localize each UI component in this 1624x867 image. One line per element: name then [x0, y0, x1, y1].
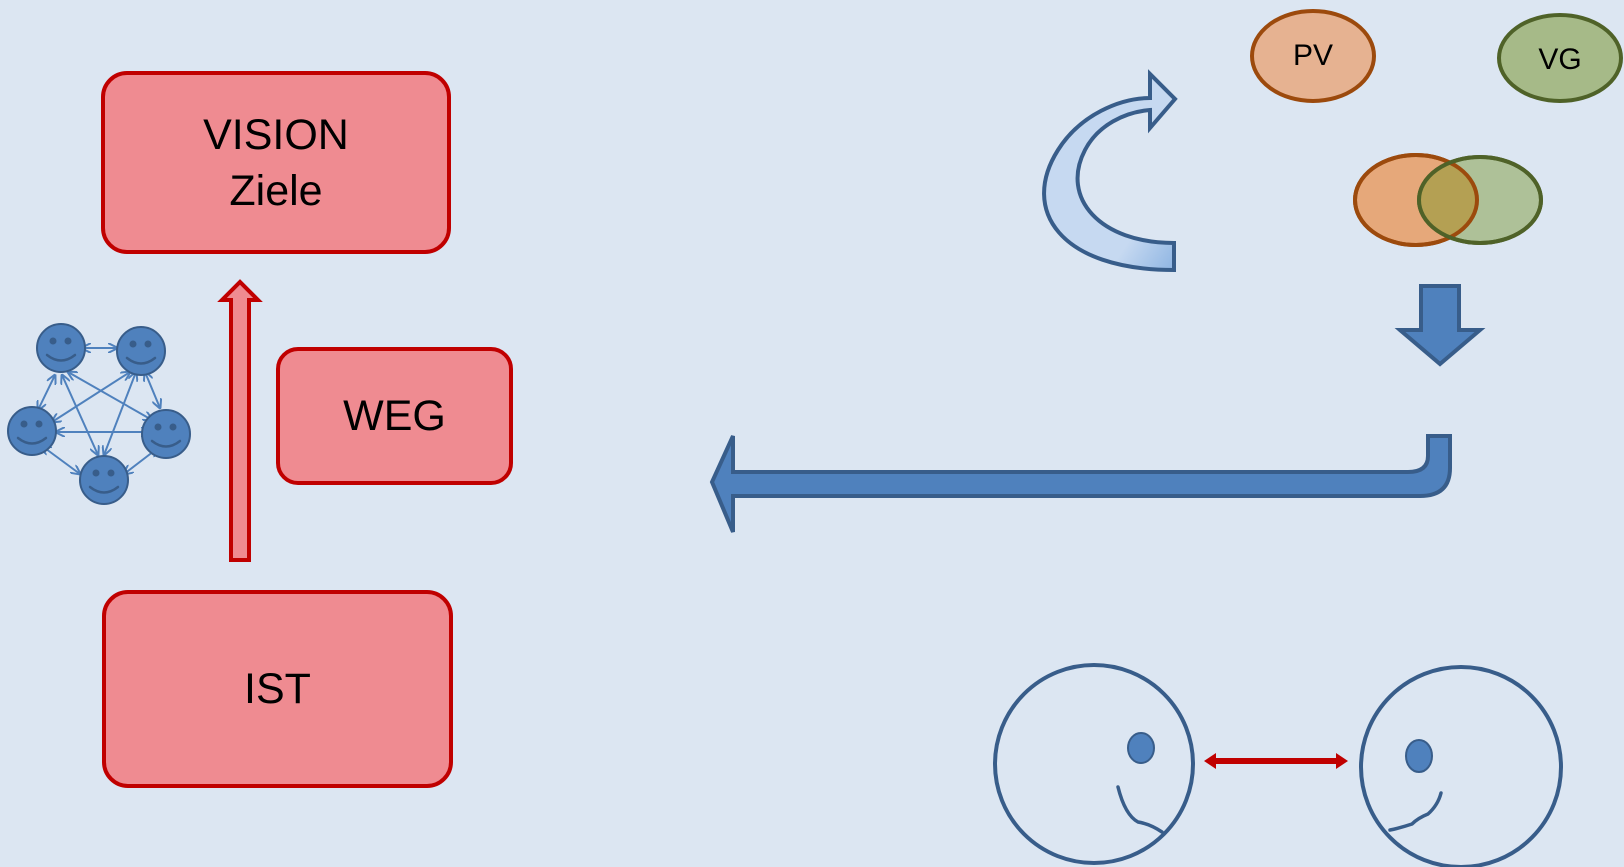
venn-overlap	[1353, 153, 1543, 247]
weg-label: WEG	[343, 392, 446, 440]
ist-box: IST	[102, 590, 453, 788]
ist-label: IST	[244, 665, 311, 713]
up-arrow	[217, 279, 263, 562]
vision-box: VISION Ziele	[101, 71, 451, 254]
curved-arrow	[1042, 69, 1178, 273]
face-right-icon	[1359, 665, 1563, 867]
team-network-icon	[7, 323, 191, 505]
pv-ellipse	[1250, 9, 1376, 103]
double-arrow	[1204, 753, 1348, 769]
vg-ellipse	[1497, 13, 1623, 103]
vision-label: VISION	[203, 110, 349, 159]
down-arrow	[1394, 284, 1486, 367]
weg-box: WEG	[276, 347, 513, 485]
vg-label: VG	[1538, 43, 1582, 76]
bent-left-arrow	[709, 434, 1452, 533]
pv-label: PV	[1292, 39, 1334, 72]
face-left-icon	[993, 663, 1195, 865]
ziele-label: Ziele	[229, 166, 323, 215]
smiley-icon	[7, 323, 191, 505]
